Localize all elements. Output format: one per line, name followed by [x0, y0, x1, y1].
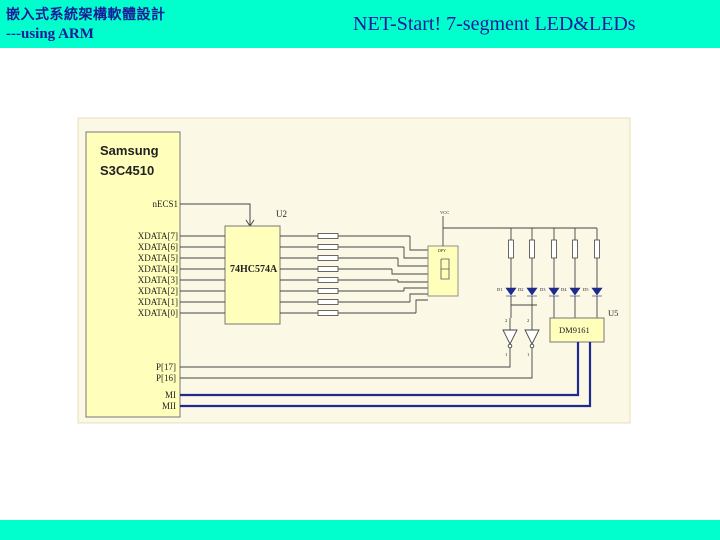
pin-xdata0: XDATA[0] — [138, 308, 178, 318]
phy-ref: U5 — [608, 308, 618, 318]
pin-p17: P[17] — [156, 362, 176, 372]
seven-segment-display — [427, 245, 459, 297]
vcc-label: VCC — [440, 210, 449, 215]
series-resistors — [317, 233, 339, 316]
seven-seg-digit — [440, 258, 450, 280]
svg-text:1: 1 — [505, 352, 507, 357]
led-label-d4: D4 — [561, 287, 567, 292]
seven-seg-label: DPY — [438, 248, 446, 253]
svg-text:2: 2 — [527, 318, 529, 323]
pin-necs1: nECS1 — [152, 199, 178, 209]
phy-part: DM9161 — [559, 325, 590, 335]
data-bus-in — [180, 235, 225, 314]
led-wires — [510, 258, 598, 318]
pin-xdata1: XDATA[1] — [138, 297, 178, 307]
led-label-d3: D3 — [540, 287, 546, 292]
course-subtitle: ---using ARM — [6, 26, 94, 42]
course-title: 嵌入式系統架構軟體設計 — [6, 7, 166, 23]
cpu-name-line2: S3C4510 — [100, 163, 154, 178]
pin-xdata2: XDATA[2] — [138, 286, 178, 296]
latch-ref: U2 — [276, 209, 287, 219]
phy-chip — [549, 317, 605, 343]
vcc-rail — [442, 216, 598, 246]
pin-mi: MI — [165, 390, 176, 400]
inverter-wires — [180, 305, 533, 379]
footer-band — [0, 520, 720, 540]
svg-text:1: 1 — [527, 352, 529, 357]
svg-text:2: 2 — [505, 318, 507, 323]
led-label-d2: D2 — [518, 287, 524, 292]
pin-mii: MII — [162, 401, 176, 411]
header-band — [0, 0, 720, 48]
pin-xdata4: XDATA[4] — [138, 264, 178, 274]
cpu-name-line1: Samsung — [100, 143, 159, 158]
cpu-chip — [85, 131, 181, 418]
pin-xdata7: XDATA[7] — [138, 231, 178, 241]
inverter-pin-labels: 2 1 2 1 — [505, 318, 529, 357]
led-label-d5: D5 — [583, 287, 589, 292]
led-label-d1: D1 — [497, 287, 503, 292]
latch-chip — [224, 225, 281, 325]
latch-part: 74HC574A — [230, 264, 278, 275]
latch-outputs — [280, 235, 428, 314]
mii-bus — [180, 342, 592, 408]
led-labels: D1 D2 D3 D4 D5 — [497, 287, 589, 292]
led-diodes — [505, 287, 603, 297]
pin-xdata3: XDATA[3] — [138, 275, 178, 285]
pin-p16: P[16] — [156, 373, 176, 383]
pin-xdata6: XDATA[6] — [138, 242, 178, 252]
slide-title: NET-Start! 7-segment LED&LEDs — [353, 13, 636, 35]
pin-xdata5: XDATA[5] — [138, 253, 178, 263]
